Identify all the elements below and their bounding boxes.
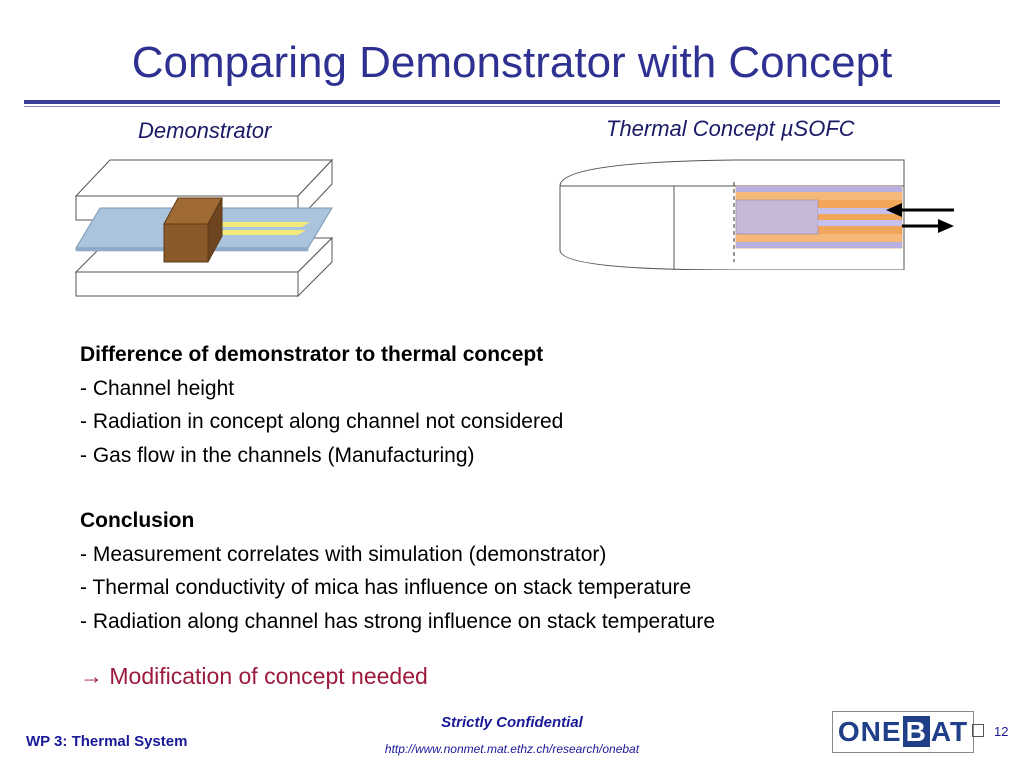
difference-section: Difference of demonstrator to thermal co… <box>80 338 563 472</box>
top-plate-top <box>74 159 334 197</box>
channel-strip-1 <box>818 208 902 214</box>
stack-block-front <box>163 223 209 263</box>
inflow-arrow-head <box>938 219 954 233</box>
outflow-arrow-head <box>886 203 902 217</box>
concept-label: Thermal Concept µSOFC <box>606 116 855 141</box>
conclusion-item: - Thermal conductivity of mica has influ… <box>80 576 692 599</box>
slide-title: Comparing Demonstrator with Concept <box>131 38 893 87</box>
channel-2 <box>206 230 306 235</box>
result-text: Modification of concept needed <box>109 663 428 689</box>
difference-heading: Difference of demonstrator to thermal co… <box>80 343 544 366</box>
placeholder-box-icon <box>972 724 984 737</box>
title-divider <box>24 100 1000 104</box>
difference-item: - Radiation in concept along channel not… <box>80 410 564 433</box>
stack-block-side <box>207 197 223 263</box>
demonstrator-label: Demonstrator <box>138 118 272 143</box>
difference-item: - Channel height <box>80 376 235 400</box>
bottom-plate-front <box>75 271 299 297</box>
logo-part-one: ONE <box>837 716 902 747</box>
logo-part-b: B <box>902 716 930 747</box>
channel-1 <box>210 222 310 227</box>
bottom-plate-side <box>297 236 333 298</box>
inner-orange-bottom <box>736 234 902 242</box>
conclusion-item: - Measurement correlates with simulation… <box>80 542 607 566</box>
conclusion-section: Conclusion - Measurement correlates with… <box>80 504 715 638</box>
result-statement: → Modification of concept needed <box>80 660 428 692</box>
outer-lilac-band-top <box>736 186 902 192</box>
demonstrator-diagram <box>74 158 334 298</box>
difference-item: - Gas flow in the channels (Manufacturin… <box>80 443 475 467</box>
footer-url: http://www.nonmet.mat.ethz.ch/research/o… <box>384 742 640 756</box>
conclusion-heading: Conclusion <box>80 509 195 532</box>
conclusion-item: - Radiation along channel has strong inf… <box>80 609 716 633</box>
arrow-right-icon: → <box>80 663 103 689</box>
gas-channel-zone <box>735 199 819 235</box>
cylinder-top <box>559 159 905 187</box>
workpackage-label: WP 3: Thermal System <box>26 733 188 750</box>
confidential-notice: Strictly Confidential <box>441 714 583 731</box>
logo-part-at: AT <box>930 716 969 747</box>
concept-diagram <box>559 159 954 270</box>
channel-strip-2 <box>818 220 902 226</box>
title-divider-thin <box>24 106 1000 107</box>
page-number: 12 <box>994 724 1009 739</box>
inner-orange-top <box>736 192 902 200</box>
outer-lilac-band-bottom <box>736 242 902 248</box>
